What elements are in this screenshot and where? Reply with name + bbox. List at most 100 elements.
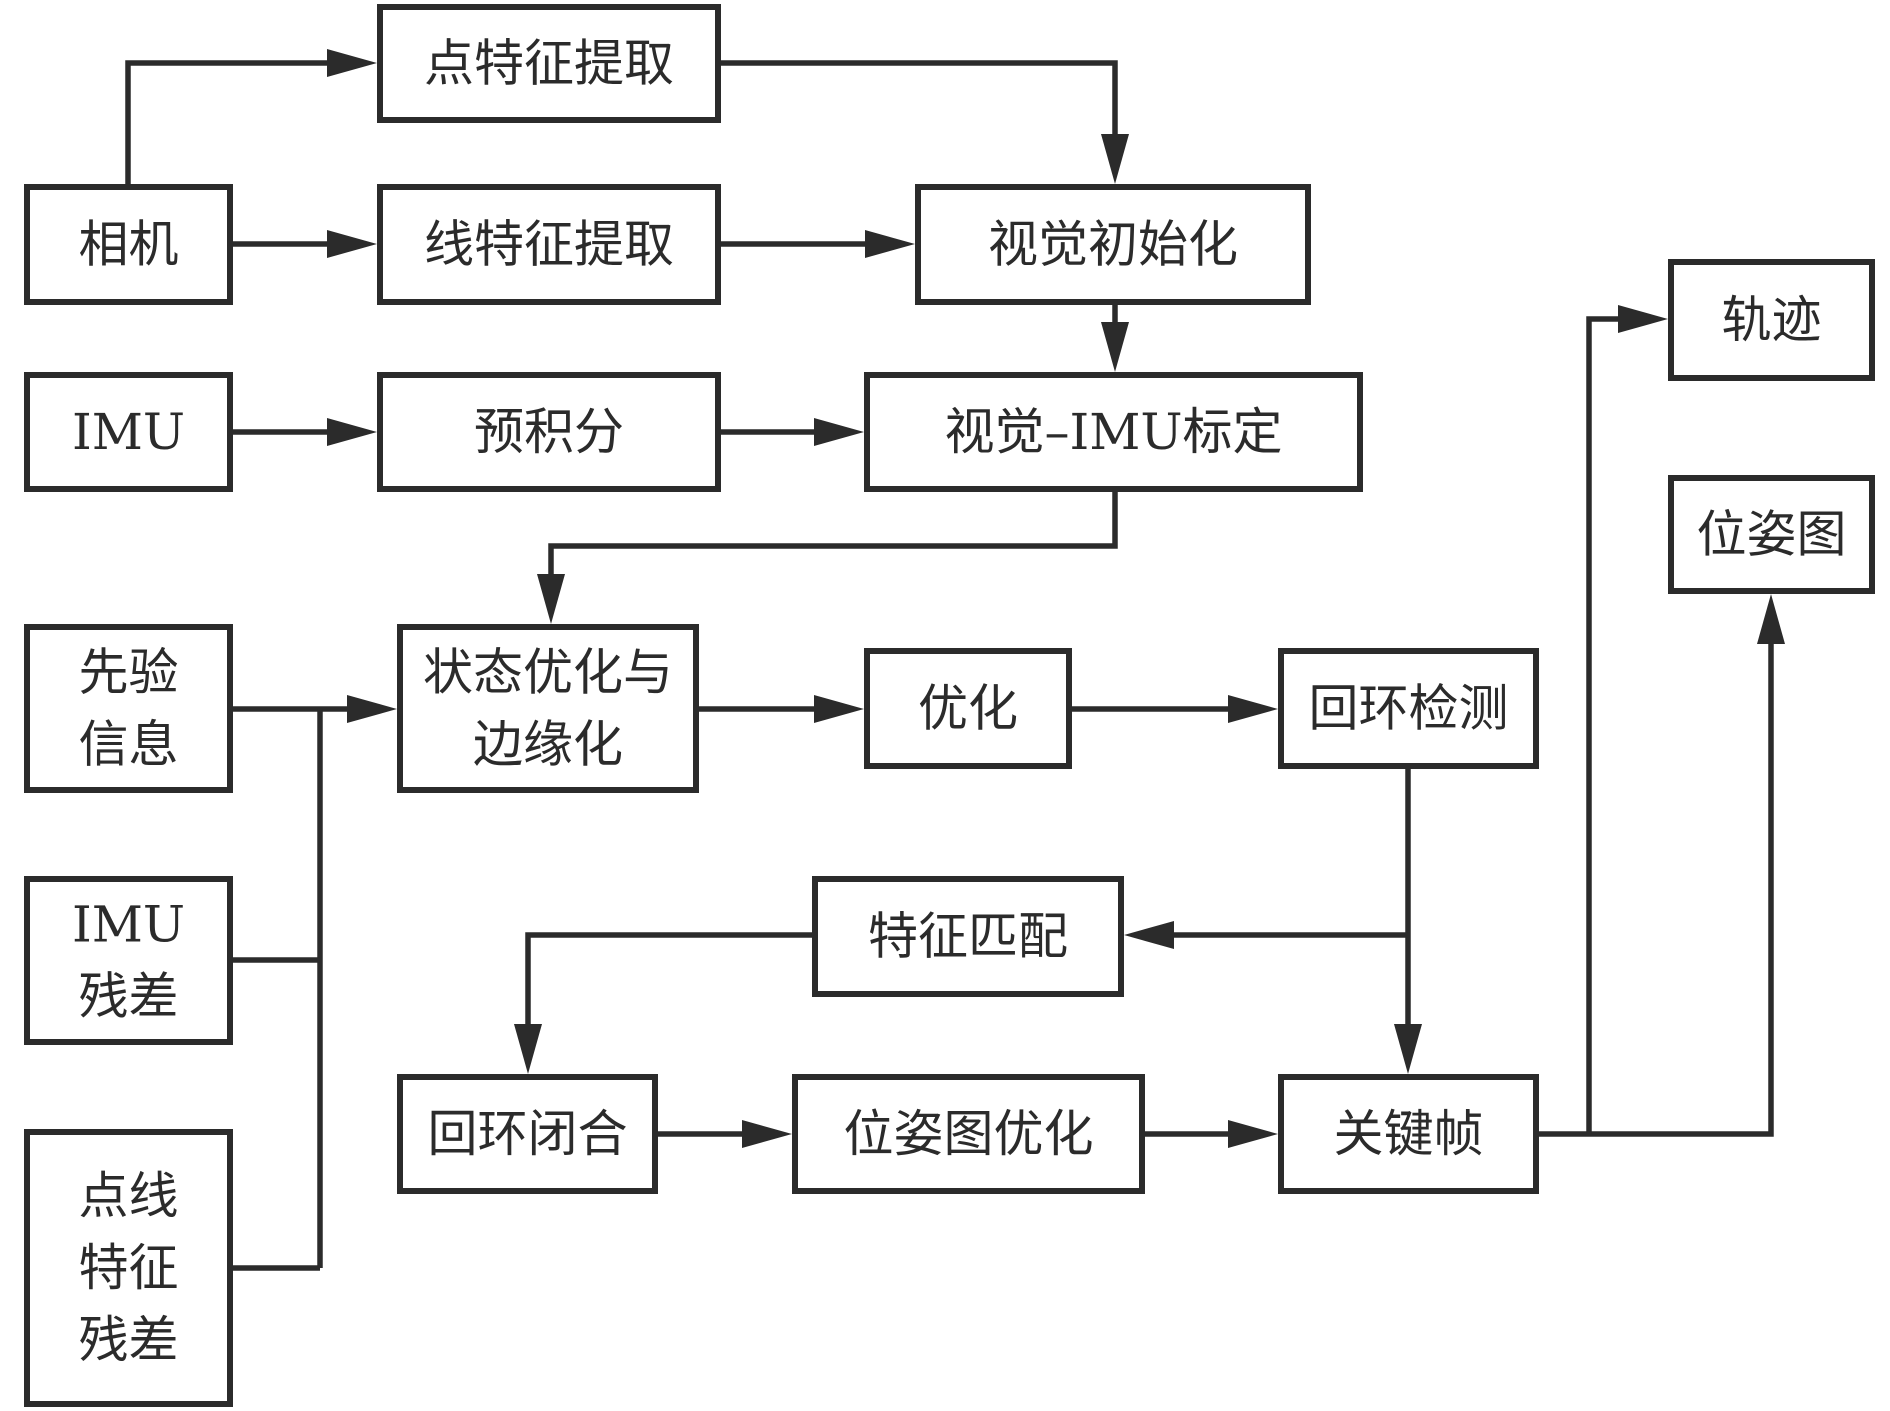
node-label: 先验 — [79, 644, 179, 702]
arrowhead-icon — [327, 49, 377, 77]
edge-keyframe-to-trajectory — [1586, 305, 1668, 1134]
node-pose-graph-opt: 位姿图优化 — [792, 1074, 1145, 1194]
node-box — [1668, 259, 1875, 381]
edge-pose-graph-opt-to-keyframe — [1145, 1120, 1278, 1148]
node-visual-imu-calib: 视觉–IMU标定 — [864, 372, 1363, 492]
arrowhead-icon — [327, 230, 377, 258]
edge-loop-close-to-pose-graph-opt — [658, 1120, 792, 1148]
edge-calib-to-state-opt — [537, 492, 1118, 624]
node-label: 视觉初始化 — [988, 216, 1238, 274]
arrowhead-icon — [814, 418, 864, 446]
arrowhead-icon — [1124, 921, 1174, 949]
connector-line — [125, 60, 331, 184]
node-preintegration: 预积分 — [377, 372, 721, 492]
node-imu-residual: IMU 残差 — [24, 876, 233, 1045]
arrowhead-icon — [1394, 1024, 1422, 1074]
edge-visual-init-to-calib — [1101, 305, 1129, 372]
edge-imu-to-preintegration — [233, 418, 377, 446]
edge-preintegration-to-calib — [721, 418, 864, 446]
node-box — [397, 624, 699, 793]
arrowhead-icon — [1228, 695, 1278, 723]
node-box — [812, 876, 1124, 997]
arrowhead-icon — [865, 230, 915, 258]
node-keyframe: 关键帧 — [1278, 1074, 1539, 1194]
connector-line — [525, 932, 812, 1028]
node-label: 预积分 — [474, 403, 624, 461]
node-label: 回环闭合 — [428, 1105, 628, 1163]
node-label: 优化 — [918, 680, 1018, 738]
edge-state-opt-to-optimization — [699, 695, 864, 723]
node-label: 轨迹 — [1722, 291, 1822, 349]
node-label: 特征匹配 — [868, 908, 1068, 966]
node-feature-match: 特征匹配 — [812, 876, 1124, 997]
node-box — [377, 4, 721, 123]
arrowhead-icon — [327, 418, 377, 446]
edge-line-feature-to-visual-init — [721, 230, 915, 258]
connector-line — [548, 492, 1118, 578]
edge-loop-detect-to-feature-match — [1124, 921, 1408, 949]
node-box — [1278, 1074, 1539, 1194]
arrowhead-icon — [514, 1024, 542, 1074]
node-label: 位姿图优化 — [844, 1105, 1094, 1163]
node-box — [1668, 475, 1875, 594]
node-visual-init: 视觉初始化 — [915, 184, 1311, 305]
node-label: IMU — [72, 896, 185, 954]
node-optimization: 优化 — [864, 648, 1072, 769]
arrowhead-icon — [1101, 322, 1129, 372]
node-box — [24, 372, 233, 492]
arrowhead-icon — [1101, 134, 1129, 184]
node-label: IMU — [72, 403, 185, 461]
node-pose-graph: 位姿图 — [1668, 475, 1875, 594]
node-box — [24, 876, 233, 1045]
node-box — [24, 1129, 233, 1407]
arrowhead-icon — [347, 695, 397, 723]
connector-line — [1539, 640, 1774, 1137]
node-label: 点线 — [79, 1167, 179, 1225]
node-line-feature: 线特征提取 — [377, 184, 721, 305]
edge-point-feature-to-visual-init — [721, 60, 1129, 184]
edge-feature-match-to-loop-close — [514, 932, 812, 1074]
connector-line — [1586, 316, 1622, 1134]
node-box — [377, 372, 721, 492]
arrowhead-icon — [1228, 1120, 1278, 1148]
node-box — [915, 184, 1311, 305]
node-label: 位姿图 — [1697, 506, 1847, 564]
node-label: 视觉–IMU标定 — [944, 403, 1282, 461]
arrowhead-icon — [1618, 305, 1668, 333]
node-box — [864, 648, 1072, 769]
node-loop-close: 回环闭合 — [397, 1074, 658, 1194]
node-box — [24, 624, 233, 793]
edges-layer — [125, 49, 1785, 1271]
arrowhead-icon — [814, 695, 864, 723]
node-label: 线特征提取 — [424, 216, 674, 274]
node-point-feature: 点特征提取 — [377, 4, 721, 123]
arrowhead-icon — [537, 574, 565, 624]
node-box — [1278, 648, 1539, 769]
node-label: 边缘化 — [473, 716, 623, 774]
node-label: 点特征提取 — [424, 35, 674, 93]
node-label: 残差 — [79, 1311, 179, 1369]
node-label: 状态优化与 — [423, 644, 673, 702]
node-label: 关键帧 — [1334, 1105, 1484, 1163]
edge-optimization-to-loop-detect — [1072, 695, 1278, 723]
node-camera: 相机 — [24, 184, 233, 305]
edge-loop-detect-to-keyframe — [1394, 769, 1422, 1074]
node-imu: IMU — [24, 372, 233, 492]
node-box — [24, 184, 233, 305]
node-box — [377, 184, 721, 305]
arrowhead-icon — [1757, 594, 1785, 644]
node-label: 信息 — [79, 716, 179, 774]
node-box — [792, 1074, 1145, 1194]
arrowhead-icon — [742, 1120, 792, 1148]
node-trajectory: 轨迹 — [1668, 259, 1875, 381]
edge-camera-to-point-feature — [125, 49, 377, 184]
edge-keyframe-to-pose-graph — [1539, 594, 1785, 1137]
node-label: 残差 — [79, 968, 179, 1026]
node-label: 回环检测 — [1309, 680, 1509, 738]
node-loop-detect: 回环检测 — [1278, 648, 1539, 769]
node-label: 特征 — [79, 1239, 179, 1297]
